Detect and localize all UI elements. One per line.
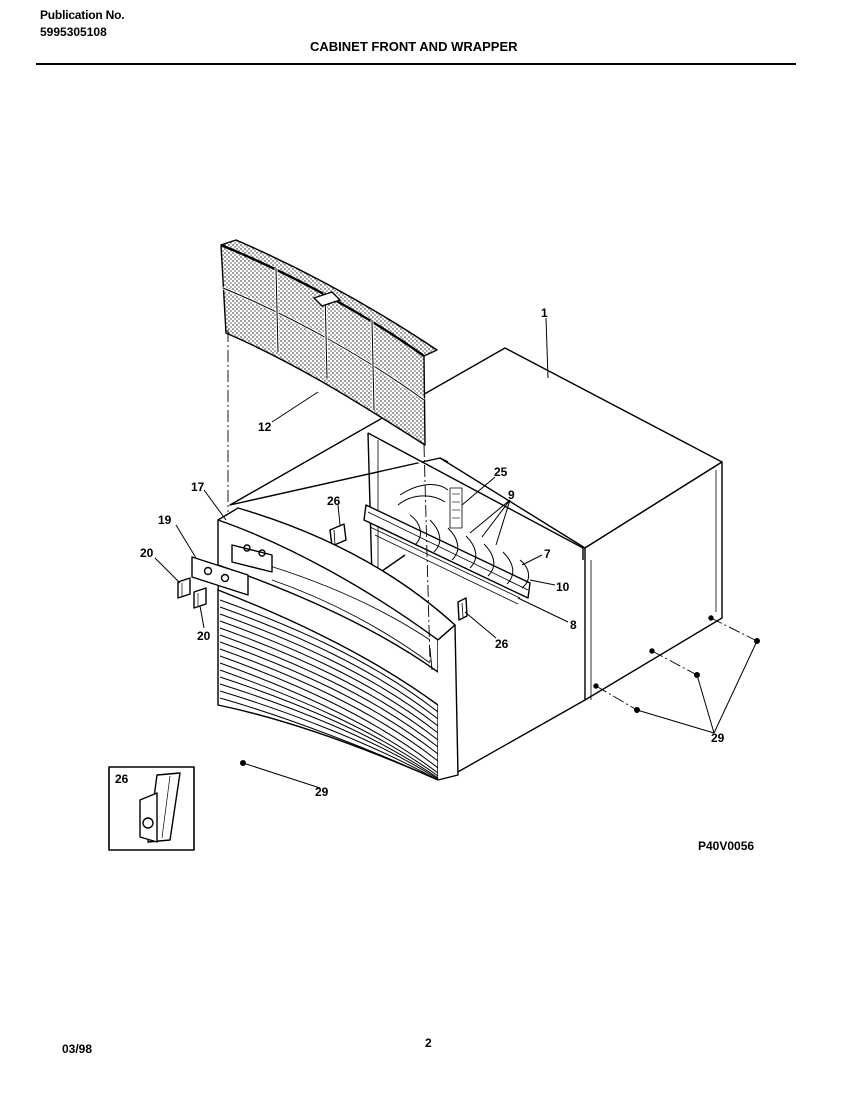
callout-12: 12 (258, 420, 272, 434)
section-title: CABINET FRONT AND WRAPPER (310, 39, 518, 54)
inset-detail-26 (108, 766, 195, 851)
louver-assembly (363, 504, 531, 605)
callout-1: 1 (541, 306, 548, 320)
leader-lines (154, 317, 758, 789)
callout-20-right: 20 (197, 629, 211, 643)
knob-20-left (177, 577, 191, 599)
model-number: 5995305108 (40, 25, 107, 39)
callout-9: 9 (508, 488, 515, 502)
callout-20-left: 20 (140, 546, 154, 560)
front-grille (217, 507, 459, 781)
footer-date: 03/98 (62, 1042, 93, 1056)
clip-26-upper (329, 523, 347, 547)
assembly-lines (227, 330, 758, 711)
air-filter (220, 239, 438, 446)
callout-19: 19 (158, 513, 172, 527)
header-rule (36, 63, 796, 65)
knob-20-right (193, 587, 207, 609)
callout-10: 10 (556, 580, 570, 594)
callout-26-inset: 26 (115, 772, 129, 786)
publication-label: Publication No. (40, 8, 125, 22)
callout-29-right: 29 (711, 731, 725, 745)
page-number: 2 (425, 1036, 432, 1050)
callout-25: 25 (494, 465, 508, 479)
callout-29-bottom: 29 (315, 785, 329, 799)
figure-reference: P40V0056 (698, 839, 755, 853)
cabinet-wrapper (229, 347, 723, 774)
callout-26-lower: 26 (495, 637, 509, 651)
control-panel (191, 556, 249, 596)
callout-8: 8 (570, 618, 577, 632)
callout-7: 7 (544, 547, 551, 561)
callout-17: 17 (191, 480, 205, 494)
grille-louvers (219, 599, 439, 781)
clip-26-lower (457, 597, 468, 621)
callout-26-upper: 26 (327, 494, 341, 508)
